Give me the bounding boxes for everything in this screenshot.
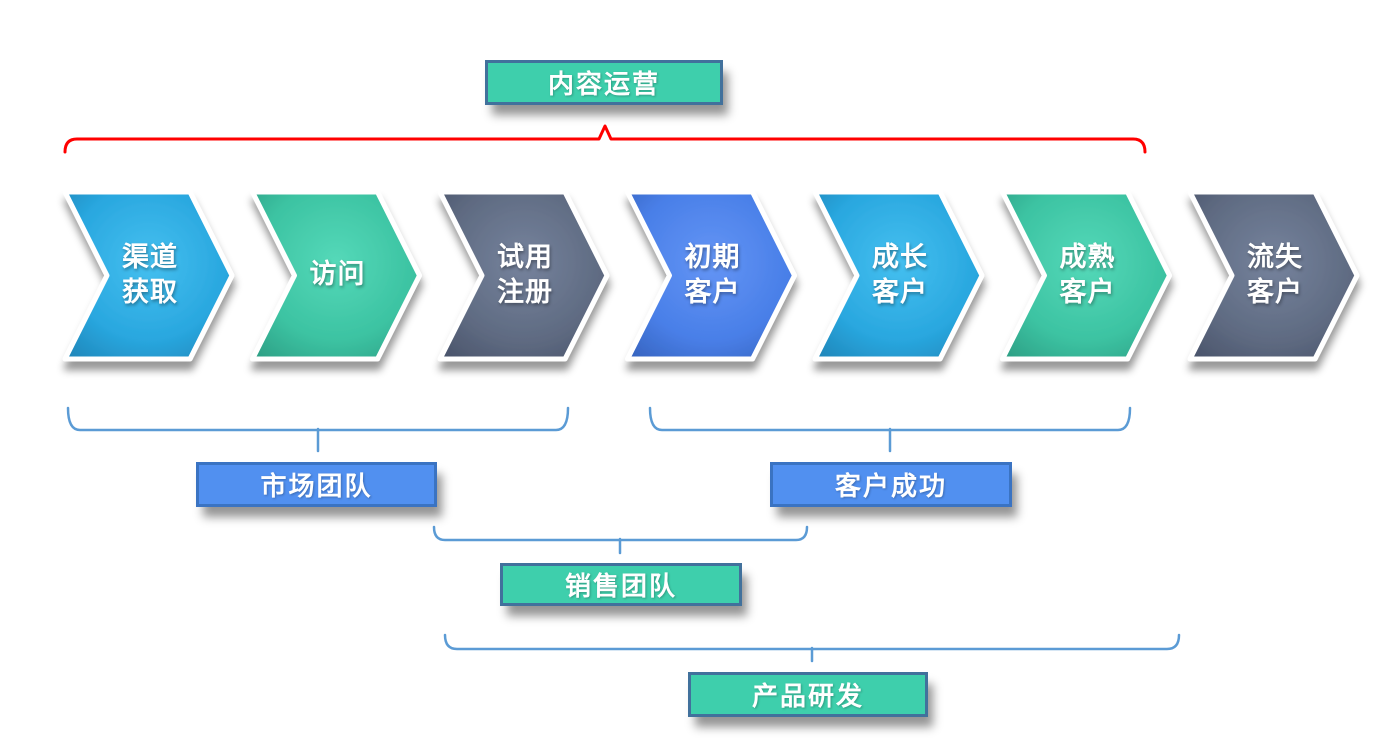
content-operations-label: 内容运营 (547, 70, 660, 100)
sales-team-label: 销售团队 (564, 572, 677, 602)
sales-team-bracket (432, 525, 809, 555)
marketing-team-label: 市场团队 (260, 472, 373, 502)
chevron-visit (250, 189, 422, 362)
product-rnd-bracket (443, 633, 1181, 663)
chevron-mature-customer (1000, 189, 1172, 362)
sales-team-box: 销售团队 (500, 563, 742, 606)
chevron-row (62, 189, 1360, 362)
customer-success-bracket (648, 406, 1132, 453)
content-operations-box: 内容运营 (485, 60, 723, 105)
chevron-early-customer (625, 189, 797, 362)
product-rnd-box: 产品研发 (688, 672, 928, 717)
marketing-team-bracket (66, 406, 570, 453)
chevron-growing-customer (812, 189, 985, 362)
marketing-team-box: 市场团队 (196, 462, 437, 507)
chevron-channel-acquisition (62, 189, 235, 362)
chevron-churned-customer (1187, 189, 1360, 362)
chevron-trial-signup (437, 189, 610, 362)
content-operations-bracket (63, 124, 1147, 154)
customer-success-box: 客户成功 (770, 462, 1012, 507)
product-rnd-label: 产品研发 (751, 682, 864, 712)
customer-success-label: 客户成功 (834, 472, 947, 502)
